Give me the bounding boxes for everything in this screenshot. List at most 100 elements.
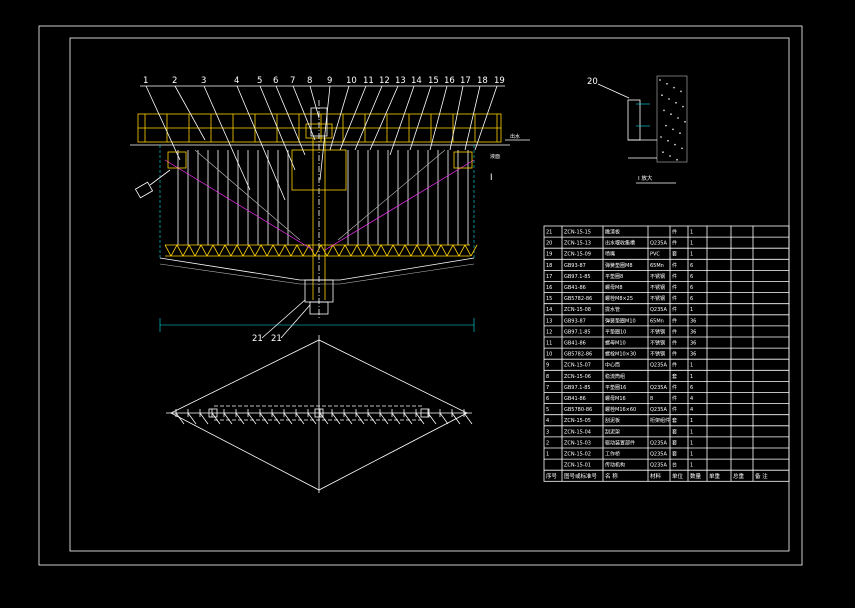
bom-cell: 弹簧垫圈M8 <box>605 262 633 269</box>
bom-cell: 36 <box>690 341 696 347</box>
bom-cell: 17 <box>546 274 552 280</box>
bom-cell: ZCN-15-15 <box>564 230 591 236</box>
detail-marker: I <box>490 173 493 183</box>
bom-cell: 刮泥板 <box>605 417 620 424</box>
bom-cell: 不锈钢 <box>650 351 665 358</box>
bom-cell: ZCN-15-06 <box>564 374 591 380</box>
outer-frame <box>38 25 803 566</box>
bom-cell: ZCN-15-01 <box>564 463 591 469</box>
bom-cell: ZCN-15-08 <box>564 307 591 313</box>
bom-cell: GB97.1-85 <box>564 329 591 335</box>
bom-cell: 件 <box>672 317 677 324</box>
bom-cell: 6 <box>690 274 693 280</box>
bom-cell: 件 <box>672 262 677 269</box>
bom-cell: 8 <box>546 374 549 380</box>
bom-cell: ZCN-15-02 <box>564 452 591 458</box>
balloon-6: 6 <box>273 76 278 86</box>
bom-cell: 件 <box>672 384 677 391</box>
detail-title: I 放大 <box>638 174 653 182</box>
bom-cell: 件 <box>672 406 677 413</box>
bom-cell: 1 <box>690 418 693 424</box>
bom-cell: 4 <box>690 396 693 402</box>
bom-cell: 1 <box>690 307 693 313</box>
bom-cell: 套 <box>672 451 677 458</box>
bom-cell: GB41-86 <box>564 396 586 402</box>
bom-cell: PVC <box>650 252 660 258</box>
section-callout-1: 21 <box>252 334 263 344</box>
bom-cell: 不锈钢 <box>650 295 665 302</box>
bom-header: 备 注 <box>755 472 768 480</box>
bom-cell: 不锈钢 <box>650 340 665 347</box>
bom-cell: 件 <box>672 295 677 302</box>
bom-cell: 3 <box>546 429 549 435</box>
balloon-13: 13 <box>395 76 406 86</box>
bom-cell: 台 <box>672 462 677 469</box>
bom-cell: 1 <box>690 429 693 435</box>
bom-cell: 13 <box>546 318 552 324</box>
bom-header: 总重 <box>733 472 745 480</box>
bom-cell: GB41-86 <box>564 285 586 291</box>
balloon-18: 18 <box>477 76 488 86</box>
bom-cell: 1 <box>690 463 693 469</box>
balloon-11: 11 <box>363 76 374 86</box>
bom-cell: 2 <box>546 440 549 446</box>
bom-cell: ZCN-15-03 <box>564 440 591 446</box>
bom-cell: 19 <box>546 252 552 258</box>
bom-cell: Q235A <box>650 385 667 391</box>
detail-i-view: 20 I 放大 <box>587 75 688 184</box>
bom-cell: 件 <box>672 340 677 347</box>
balloon-4: 4 <box>234 76 239 86</box>
balloon-17: 17 <box>460 76 471 86</box>
bom-cell: Q235A <box>650 363 667 369</box>
bom-cell: 36 <box>690 329 696 335</box>
bom-header: 单重 <box>709 472 721 480</box>
balloon-2: 2 <box>172 76 177 86</box>
bom-cell: 4 <box>546 418 549 424</box>
bom-cell: 撇渣板 <box>605 229 620 236</box>
bom-cell: Q235A <box>650 307 667 313</box>
balloon-7: 7 <box>290 76 295 86</box>
bom-cell: Q235A <box>650 452 667 458</box>
bom-cell: 1 <box>690 252 693 258</box>
bom-cell: 弹簧垫圈M10 <box>605 317 636 324</box>
bom-cell: 套 <box>672 251 677 258</box>
bom-cell: 件 <box>672 395 677 402</box>
bom-cell: 拢水管 <box>605 306 620 313</box>
balloon-8: 8 <box>307 76 312 86</box>
bom-cell: GB93-87 <box>564 318 586 324</box>
bom-cell: 9 <box>546 363 549 369</box>
bom-cell: 螺栓M10×30 <box>605 351 636 358</box>
bom-cell: 14 <box>546 307 552 313</box>
balloon-9: 9 <box>327 76 332 86</box>
bom-cell: 36 <box>690 352 696 358</box>
bom-cell: ZCN-15-09 <box>564 252 591 258</box>
bom-cell: 7 <box>546 385 549 391</box>
bom-cell: 不锈钢 <box>650 328 665 335</box>
bom-cell: 套 <box>672 373 677 380</box>
bom-cell: 平垫圈8 <box>605 273 623 280</box>
bom-cell: Q235A <box>650 241 667 247</box>
bom-cell: GB97.1-85 <box>564 274 591 280</box>
bom-cell: 6 <box>690 296 693 302</box>
bom-cell: 螺栓M8×25 <box>605 295 633 302</box>
bom-cell: ZCN-15-04 <box>564 429 591 435</box>
bom-cell: 1 <box>690 374 693 380</box>
bom-cell: 中心筒 <box>605 362 620 369</box>
bom-cell: 驱动装置部件 <box>605 439 635 446</box>
bom-cell: 12 <box>546 329 552 335</box>
bom-cell: 件 <box>672 240 677 247</box>
bom-cell: 件 <box>672 362 677 369</box>
bom-cell: 螺母M10 <box>605 340 626 347</box>
outlet-label: 出水 <box>510 133 520 140</box>
rake-plan-view <box>166 335 473 493</box>
bom-cell: 16 <box>546 285 552 291</box>
bom-cell: 65Mn <box>650 318 664 324</box>
bom-cell: Q235A <box>650 407 667 413</box>
bom-cell: 传动机构 <box>605 462 625 469</box>
balloon-14: 14 <box>411 76 422 86</box>
balloon-19: 19 <box>494 76 505 86</box>
balloon-10: 10 <box>346 76 357 86</box>
